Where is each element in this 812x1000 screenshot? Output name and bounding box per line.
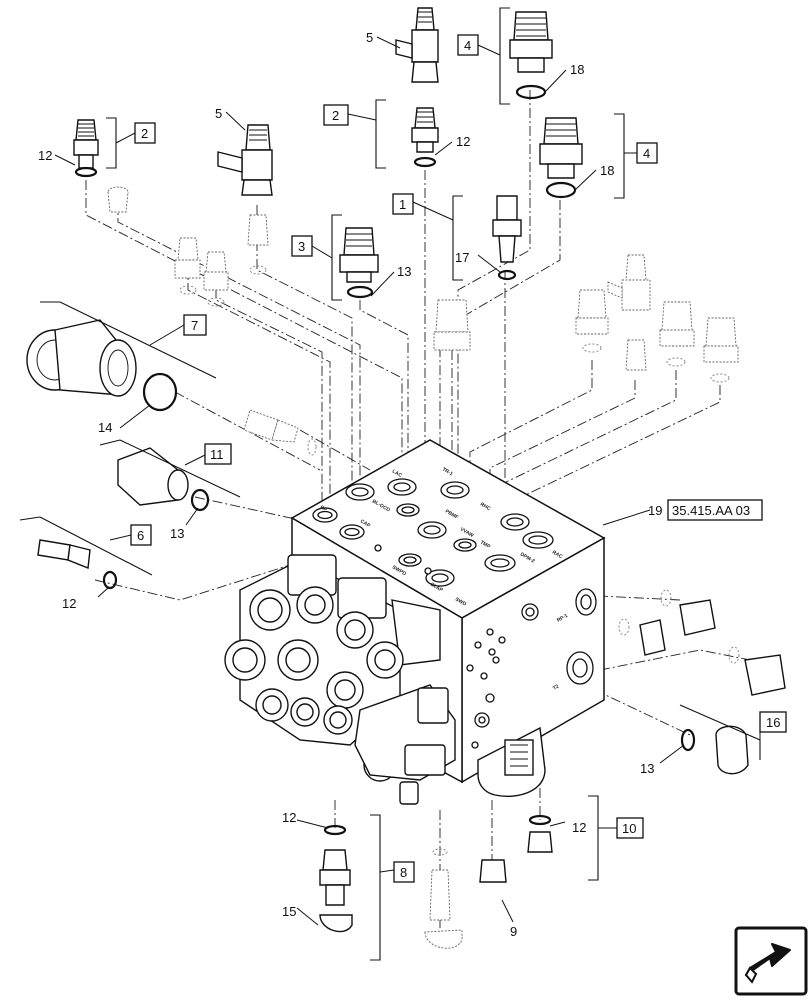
callout-18-top: 18 — [570, 62, 584, 77]
callout-4-top: 4 — [464, 38, 471, 53]
port-label-rp1: RP-1 — [556, 613, 569, 624]
callout-15: 15 — [282, 904, 296, 919]
fitting-2-center — [411, 107, 439, 168]
callout-numbers: 2 12 5 5 2 12 4 18 4 18 1 17 3 13 7 14 1… — [38, 30, 780, 939]
callout-18-right: 18 — [600, 163, 614, 178]
port-label-tmp: TMP — [479, 540, 492, 551]
port-label-cap: CAP — [359, 519, 372, 530]
callout-3: 3 — [298, 239, 305, 254]
callout-boxes — [130, 34, 787, 883]
callout-5-left: 5 — [215, 106, 222, 121]
elbow-11 — [117, 447, 210, 512]
tee-fitting-5-top — [395, 7, 439, 83]
callout-13-mid: 13 — [170, 526, 184, 541]
tee-fitting-5-left — [217, 124, 273, 196]
top-ports — [312, 478, 554, 587]
callout-12-left: 12 — [38, 148, 52, 163]
callout-13-right: 13 — [640, 761, 654, 776]
callout-14: 14 — [98, 420, 112, 435]
solenoid-valve-stack — [224, 554, 456, 805]
callout-8: 8 — [400, 865, 407, 880]
adapter-4-top — [509, 11, 553, 100]
next-page-arrow-icon[interactable] — [734, 926, 808, 996]
callout-13-top: 13 — [397, 264, 411, 279]
bottom-valve — [477, 726, 546, 797]
callout-16: 16 — [766, 715, 780, 730]
callout-12-bottom-left: 12 — [282, 810, 296, 825]
fitting-2-left — [73, 119, 99, 178]
fitting-6 — [37, 539, 118, 590]
port-label-bp: BP — [319, 505, 329, 514]
callout-11: 11 — [210, 447, 224, 462]
leader-lines — [54, 36, 761, 926]
callout-19: 19 — [648, 503, 662, 518]
port-label-swd: SWD — [454, 597, 467, 608]
elbow-7 — [26, 319, 178, 412]
port-label-tr1: TR-1 — [441, 467, 454, 478]
callout-2-left: 2 — [141, 126, 148, 141]
callout-5-top: 5 — [366, 30, 373, 45]
port-label-t2: T2 — [552, 684, 560, 692]
port-label-rac: RAC — [551, 550, 564, 561]
callout-1: 1 — [399, 197, 406, 212]
callout-12-left-lower: 12 — [62, 596, 76, 611]
ghost-fittings — [174, 237, 739, 456]
callout-6: 6 — [137, 528, 144, 543]
callout-7: 7 — [191, 318, 198, 333]
port-label-rhc: RHC — [479, 502, 492, 513]
sensor-1 — [492, 195, 522, 281]
side-ports: RP-1 T2 — [466, 588, 597, 749]
right-side-fittings — [618, 589, 786, 775]
adapter-3 — [339, 227, 379, 299]
callout-4-right: 4 — [643, 146, 650, 161]
callout-10: 10 — [622, 821, 636, 836]
adapter-4-right — [539, 117, 583, 199]
callout-2-center: 2 — [332, 108, 339, 123]
port-label-lac: LAC — [391, 469, 403, 480]
callout-12-center: 12 — [456, 134, 470, 149]
reference-35-415-aa-03: 35.415.AA 03 — [672, 503, 750, 518]
callout-12-bottom-right: 12 — [572, 820, 586, 835]
callout-9: 9 — [510, 924, 517, 939]
bottom-fittings — [319, 814, 553, 949]
callout-17: 17 — [455, 250, 469, 265]
brackets — [19, 7, 761, 961]
